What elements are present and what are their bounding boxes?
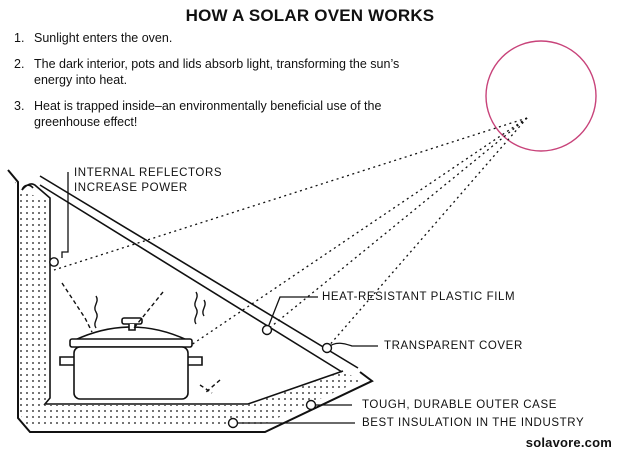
- inner-wall: [21, 183, 344, 405]
- step-item: 1. Sunlight enters the oven.: [14, 30, 414, 46]
- step-text: Sunlight enters the oven.: [34, 31, 173, 45]
- steps-list: 1. Sunlight enters the oven. 2. The dark…: [14, 30, 414, 140]
- label-internal-reflectors: INTERNAL REFLECTORS INCREASE POWER: [74, 167, 223, 194]
- step-number: 2.: [14, 57, 25, 71]
- insulation-fill: [12, 178, 362, 425]
- top-hook: [21, 184, 34, 191]
- label-outer-case: TOUGH, DURABLE OUTER CASE: [362, 399, 557, 411]
- reflection-dashes: [61, 282, 221, 394]
- sun-rays: [53, 117, 528, 386]
- label-insulation: BEST INSULATION IN THE INDUSTRY: [362, 417, 585, 429]
- page-title: HOW A SOLAR OVEN WORKS: [185, 6, 435, 25]
- step-number: 3.: [14, 99, 25, 113]
- label-transparent-cover: TRANSPARENT COVER: [384, 340, 523, 352]
- transparent-cover-line: [39, 175, 359, 369]
- sun-icon: [485, 40, 597, 152]
- step-number: 1.: [14, 31, 25, 45]
- step-item: 2. The dark interior, pots and lids abso…: [14, 56, 414, 88]
- step-item: 3. Heat is trapped inside–an environment…: [14, 98, 414, 130]
- site-credit: solavore.com: [525, 435, 612, 450]
- heat-squiggles: [94, 291, 206, 329]
- pot-icon: [59, 317, 203, 400]
- plastic-film-line: [39, 184, 343, 373]
- leader-dots: [49, 257, 333, 429]
- step-text: Heat is trapped inside–an environmentall…: [34, 99, 382, 129]
- label-plastic-film: HEAT-RESISTANT PLASTIC FILM: [322, 291, 516, 303]
- step-text: The dark interior, pots and lids absorb …: [34, 57, 400, 87]
- outer-case: [7, 169, 374, 433]
